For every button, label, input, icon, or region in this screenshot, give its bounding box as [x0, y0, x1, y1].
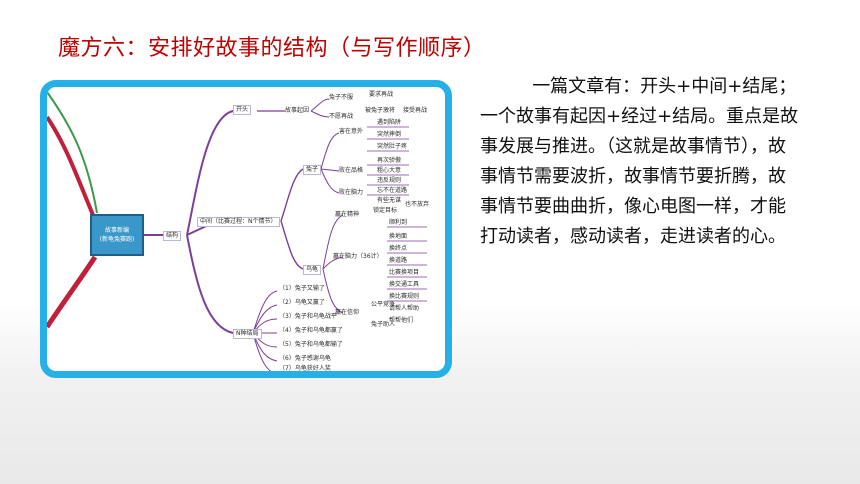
node-turtle-leaf: 换交通工具 — [389, 281, 420, 288]
node-ending-item: （5）兔子和乌龟都输了 — [279, 341, 343, 348]
node-turtle-leaf: 请帮人帮助 — [389, 305, 420, 312]
node-turtle: 乌龟 — [303, 265, 322, 275]
mindmap-center-node: 故事新编 (新龟兔赛跑) — [90, 214, 144, 256]
node-rabbit-group: 败在脑力 — [339, 189, 364, 196]
node-ending-item: （3）兔子和乌龟战平 — [279, 313, 337, 320]
center-subtitle: (新龟兔赛跑) — [99, 236, 135, 243]
node-turtle-leaf: 也不放弃 — [405, 201, 430, 208]
node-turtle-group: 赢在精神 — [335, 211, 360, 218]
node-start-leaf: 被兔子激将 — [365, 107, 396, 114]
node-ending-item: （1）兔子又输了 — [279, 285, 325, 292]
node-rabbit-leaf: 有些无谋 — [377, 197, 402, 204]
node-turtle-leaf: 换比赛规则 — [389, 293, 420, 300]
node-start-leaf: 要求再战 — [369, 91, 394, 98]
node-start-leaf: 接受再战 — [403, 107, 428, 114]
node-ending-item: （2）乌龟又赢了 — [279, 299, 325, 306]
node-root: 结构 — [163, 231, 182, 241]
node-turtle-leaf: 公平竞争 — [371, 301, 396, 308]
node-middle: 中间（比赛过程：N个情节） — [197, 217, 280, 227]
node-rabbit-group: 害在意外 — [339, 128, 364, 135]
mindmap-lines — [47, 91, 427, 371]
node-rabbit-leaf: 忘不在道路 — [377, 187, 408, 194]
node-turtle-leaf: 换终点 — [389, 245, 408, 252]
node-rabbit-leaf: 突然肚子疼 — [377, 143, 408, 150]
slide-title: 魔方六：安排好故事的结构（与写作顺序） — [58, 36, 486, 61]
node-rabbit-leaf: 违反规则 — [377, 177, 402, 184]
node-turtle-leaf: 比赛换项目 — [389, 269, 420, 276]
mindmap-image: 故事新编 (新龟兔赛跑) 结构 开头 中间（比赛过程：N个情节） N种结局 故事… — [40, 80, 452, 378]
node-cause: 故事起因 — [285, 107, 310, 114]
node-ending: N种结局 — [233, 329, 262, 339]
node-rabbit: 兔子 — [303, 165, 322, 175]
node-rabbit-leaf: 突然摔倒 — [377, 131, 402, 138]
node-turtle-leaf: 锁定目标 — [373, 207, 398, 214]
node-ending-item: （6）兔子感谢乌龟 — [279, 355, 331, 362]
node-turtle-leaf: 兔子助人 — [371, 321, 396, 328]
node-turtle-leaf: 换道路 — [389, 257, 408, 264]
node-turtle-leaf: 帮帮他们 — [389, 317, 414, 324]
node-start: 开头 — [233, 105, 252, 115]
node-rabbit-leaf: 粗心大意 — [377, 167, 402, 174]
node-rabbit-leaf: 遇到陷阱 — [377, 119, 402, 126]
node-turtle-group: 赢在信仰 — [335, 309, 360, 316]
node-ending-item: （4）兔子和乌龟都赢了 — [279, 327, 343, 334]
body-paragraph: 一篇文章有：开头+中间+结尾；一个故事有起因+经过+结局。重点是故事发展与推进。… — [480, 72, 800, 252]
node-turtle-leaf: 顺利到 — [389, 219, 408, 226]
node-ending-item: （7）乌龟获好人奖 — [279, 365, 331, 372]
node-start-item: 兔子不服 — [329, 94, 354, 101]
node-turtle-group: 赢在脑力（36计） — [333, 253, 383, 260]
node-turtle-leaf: 换地面 — [389, 233, 408, 240]
body-text: 一篇文章有：开头+中间+结尾；一个故事有起因+经过+结局。重点是故事发展与推进。… — [480, 76, 799, 247]
node-start-item: 不愿再战 — [329, 113, 354, 120]
node-rabbit-leaf: 再次骄傲 — [377, 157, 402, 164]
node-rabbit-group: 败在品格 — [339, 167, 364, 174]
center-title: 故事新编 — [104, 227, 129, 234]
